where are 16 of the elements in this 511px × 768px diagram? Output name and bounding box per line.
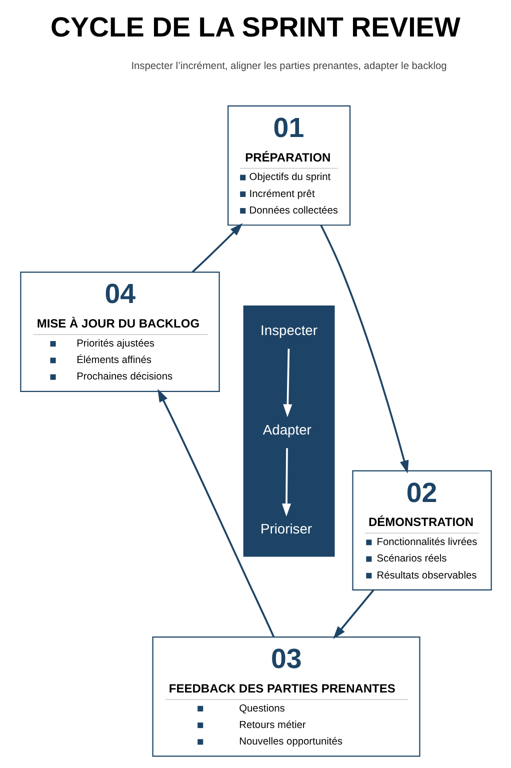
arrow [157,388,274,638]
label: Inspecter l’incrément, aligner les parties prenantes, adapter le backlog [130,60,446,72]
arrow [332,589,374,639]
diagram-title: CYCLE DE LA SPRINT REVIEW [50,12,460,43]
node-text: Adapter [262,421,311,438]
node-box: 02 DÉMONSTRATION Fonctionnalités livrées Scénarios réels Résultats observables [352,470,492,591]
cluster [242,305,334,557]
arrow [191,223,242,273]
arrow [281,448,291,516]
arrow [320,224,408,474]
node-box: 04 MISE À JOUR DU BACKLOG Priorités ajustées Éléments affinés Prochaines décisions [20,272,220,392]
node-box: 03 FEEDBACK DES PARTIES PRENANTES Questions Retours métier Nouvelles opportunités [152,636,420,757]
node-text: Inspecter [260,322,317,338]
node-box: 01 PRÉPARATION Objectifs du sprint Incrément prêt Données collectées [227,105,350,226]
arrow [282,348,292,418]
node-text: Prioriser [260,520,312,537]
